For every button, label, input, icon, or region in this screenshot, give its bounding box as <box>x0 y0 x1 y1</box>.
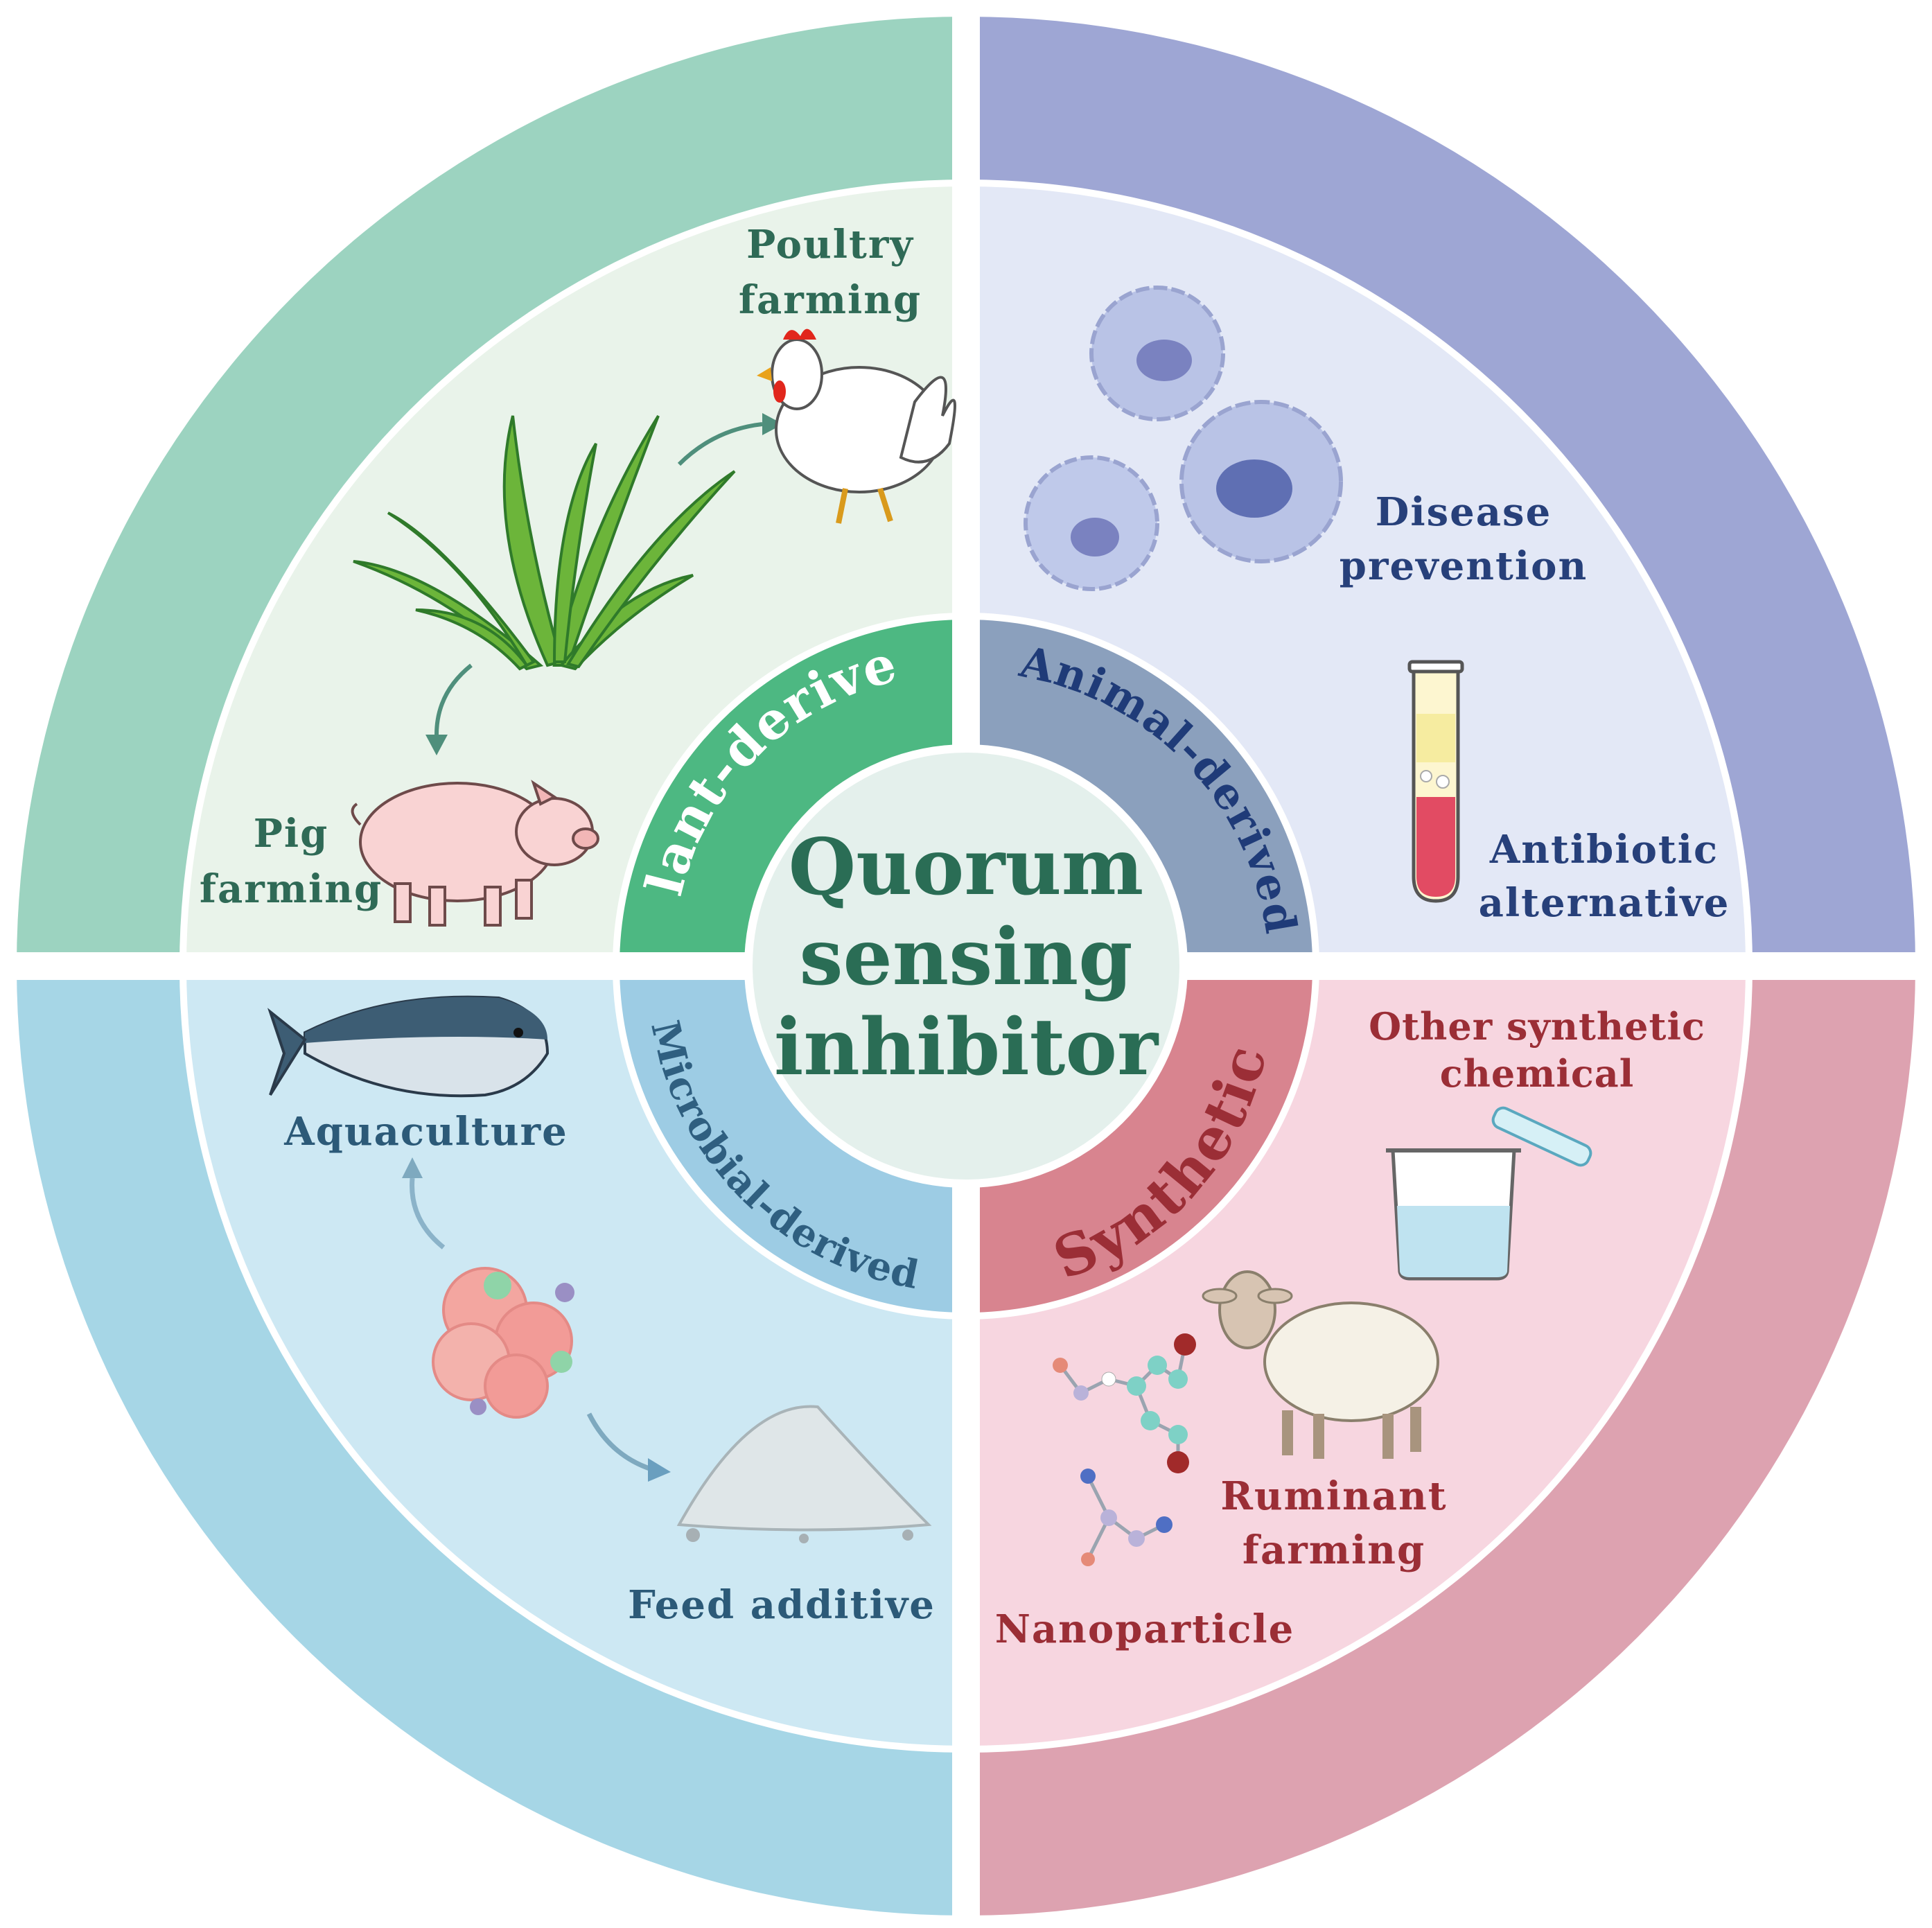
molecule-atoms-icon <box>1053 1333 1196 1566</box>
disease-label-line2: prevention <box>1340 543 1588 589</box>
arrow-head-icon <box>425 735 448 755</box>
sheep-icon <box>1202 1270 1439 1459</box>
other-synthetic-label-line1: Other synthetic <box>1369 1004 1705 1049</box>
center-title-line3: inhibitor <box>774 1002 1159 1093</box>
pig-label-line2: farming <box>200 866 383 912</box>
arrow-to-pig-icon <box>434 663 473 735</box>
arrow-to-feed-icon <box>586 1412 653 1472</box>
arrow-to-aquaculture-icon <box>410 1177 446 1250</box>
feed-additive-label: Feed additive <box>628 1582 936 1628</box>
powder-pile-icon <box>676 1405 932 1543</box>
aquaculture-label: Aquaculture <box>283 1109 568 1155</box>
pig-icon <box>351 780 599 927</box>
immune-cells-icon <box>1024 286 1343 591</box>
fish-icon <box>267 995 550 1098</box>
microbe-cluster-icon <box>432 1267 574 1419</box>
center-title-line2: sensing <box>799 912 1132 1003</box>
ruminant-label-line2: farming <box>1242 1527 1425 1573</box>
ruminant-label-line1: Ruminant <box>1220 1473 1447 1519</box>
nanoparticle-label: Nanoparticle <box>995 1606 1295 1652</box>
antibiotic-label-line2: alternative <box>1479 880 1730 926</box>
poultry-label-line2: farming <box>739 277 922 323</box>
arrow-to-poultry-icon <box>677 422 763 466</box>
disease-label-line1: Disease <box>1376 489 1552 535</box>
grass-icon <box>353 414 736 671</box>
center-circle <box>753 753 1179 1180</box>
vial-icon <box>1491 1106 1592 1167</box>
arrow-head-icon <box>762 413 783 435</box>
beaker-icon <box>1386 1148 1521 1281</box>
test-tube-icon <box>1407 660 1464 903</box>
center-title-line1: Quorum <box>789 822 1144 913</box>
chicken-icon <box>757 328 956 524</box>
arrow-head-icon <box>648 1458 671 1482</box>
antibiotic-label-line1: Antibiotic <box>1489 827 1719 873</box>
poultry-label-line1: Poultry <box>746 222 914 268</box>
arrow-head-icon <box>402 1157 423 1178</box>
pig-label-line1: Pig <box>254 811 329 857</box>
other-synthetic-label-line2: chemical <box>1440 1051 1635 1096</box>
